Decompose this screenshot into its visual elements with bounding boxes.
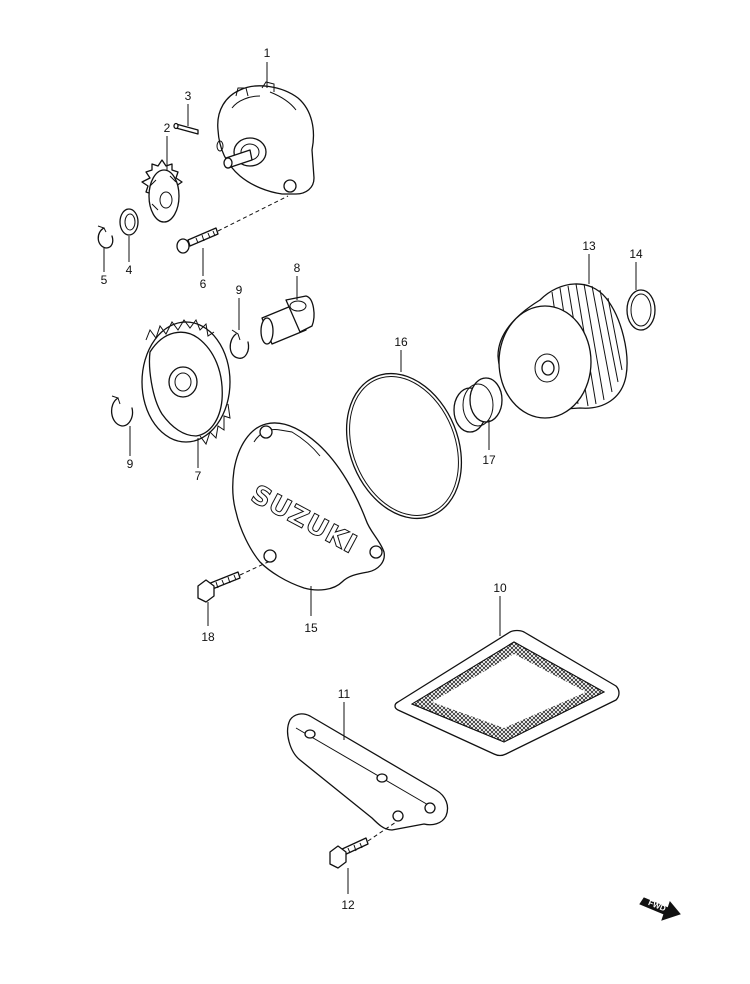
- oil-pump-driven-gear: [141, 318, 231, 446]
- callout-15: 15: [304, 621, 318, 635]
- callout-6: 6: [200, 277, 207, 291]
- oil-pump-drive-gear: [141, 159, 183, 223]
- cover-bolt: [197, 561, 269, 603]
- forward-arrow-icon: FWD: [639, 897, 681, 921]
- leader-lines: [103, 62, 637, 894]
- cover-o-ring: [345, 372, 463, 520]
- callout-17: 17: [482, 453, 496, 467]
- callout-labels: 1 2 3 4 5 6 7 8 9 9 10 11 12 13 14 15 16…: [101, 46, 643, 912]
- callout-9-upper: 9: [236, 283, 243, 297]
- oil-pump-body: [216, 81, 315, 195]
- callout-4: 4: [126, 263, 133, 277]
- callout-7: 7: [195, 469, 202, 483]
- callout-14: 14: [629, 247, 643, 261]
- callout-12: 12: [341, 898, 355, 912]
- pump-screw: [176, 195, 289, 254]
- oil-filter: [497, 283, 628, 419]
- callout-2: 2: [164, 121, 171, 135]
- oil-strainer: [394, 629, 620, 757]
- callout-18: 18: [201, 630, 215, 644]
- oil-pump-cover: SUZUKI: [232, 422, 385, 591]
- callout-16: 16: [394, 335, 408, 349]
- callout-11: 11: [338, 687, 351, 701]
- washer: [119, 208, 139, 236]
- circlip-lower: [111, 395, 134, 427]
- callout-13: 13: [582, 239, 596, 253]
- strainer-bracket: [286, 713, 449, 831]
- filter-spring: [453, 377, 503, 433]
- callout-9-lower: 9: [127, 457, 134, 471]
- bracket-bolt: [329, 821, 397, 869]
- circlip-upper: [229, 329, 250, 359]
- callout-3: 3: [185, 89, 192, 103]
- pump-shaft: [260, 295, 315, 345]
- callout-1: 1: [264, 46, 271, 60]
- filter-o-ring: [626, 289, 656, 331]
- callout-10: 10: [493, 581, 507, 595]
- pump-pin: [173, 122, 199, 135]
- circlip: [97, 225, 114, 249]
- callout-8: 8: [294, 261, 301, 275]
- callout-5: 5: [101, 273, 108, 287]
